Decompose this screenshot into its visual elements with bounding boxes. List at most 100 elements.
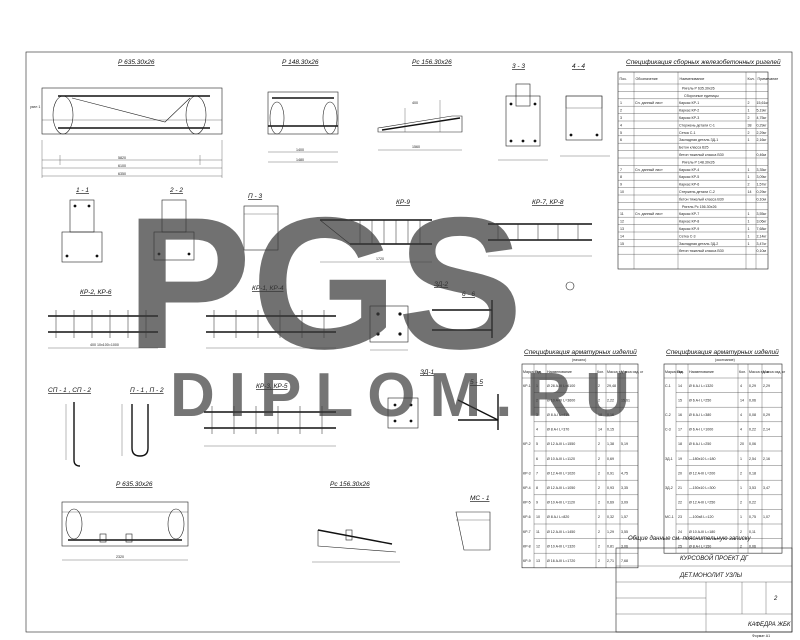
cell-mark: КР-4 [523, 486, 531, 490]
cell-qty: 2 [598, 559, 600, 563]
watermark-big: PGS [126, 178, 523, 388]
table-subtitle: (начало) [572, 358, 586, 362]
view-title: Р 635.30х26 [118, 59, 155, 66]
bar-p1-p2: П - 1 , П - 2 [121, 387, 164, 457]
cell-mark: КР-8 [523, 544, 531, 548]
cell-mark: КР-7 [523, 530, 531, 534]
cell-qty: 14 [748, 190, 752, 194]
cell-mass-item: 7,68 [621, 559, 628, 563]
cell-note: 2,14кг [757, 234, 768, 238]
cell-note: 7,68кг [757, 227, 768, 231]
cell-qty: 2 [598, 486, 600, 490]
cell-pos: 10 [620, 190, 624, 194]
cell-qty: 1 [748, 212, 750, 216]
cell-name: Стержень детали С-1 [679, 123, 715, 127]
cell-name: Ø 8 A-I L=150 [689, 544, 711, 548]
group-title: Ригель Р 635.30х26 [682, 86, 715, 90]
svg-text:400 10х100=1000: 400 10х100=1000 [90, 343, 119, 347]
cell-name: Ø 6 A-I L=1320 [689, 384, 713, 388]
cell-qty: 2 [598, 530, 600, 534]
cell-mass-item: 3,09 [621, 501, 628, 505]
embedded-part-zd2: ЗД-2 [369, 281, 449, 351]
col-header: Кол. [748, 77, 755, 81]
cell-qty: 2 [598, 544, 600, 548]
cell-mass-unit: 0,06 [749, 544, 756, 548]
cell-mark: КР-9 [523, 559, 531, 563]
frame-kr7-kr8: КР-7, КР-8 [488, 199, 592, 257]
cell-mass-unit: 0,81 [607, 544, 614, 548]
cell-qty: 2 [598, 384, 600, 388]
cell-name: Каркас КР-9 [679, 227, 699, 231]
cell-name: Каркас КР-1 [679, 101, 699, 105]
cell-qty: 2 [598, 471, 600, 475]
view-title: 1 - 1 [76, 187, 89, 194]
svg-text:1560: 1560 [412, 145, 420, 149]
svg-text:5820: 5820 [118, 156, 126, 160]
cell-pos: 1 [620, 101, 622, 105]
cell-mark: КР-2 [523, 442, 531, 446]
cell-mass-item: 3,47 [763, 486, 770, 490]
cell-name: Каркас КР-7 [679, 212, 699, 216]
cell-pos: 5 [620, 131, 622, 135]
cell-name: Каркас КР-8 [679, 220, 699, 224]
cell-qty: 2 [598, 442, 600, 446]
cell-pos: 22 [678, 501, 682, 505]
cell-mass-unit: 0,15 [607, 428, 614, 432]
cell-pos: 24 [678, 530, 682, 534]
detail-p3: П - 3 [243, 193, 279, 251]
sheet-number: 2 [773, 596, 778, 602]
cell-pos: 4 [536, 428, 538, 432]
cell-mark: КР-3 [523, 471, 531, 475]
cell-note: 3,06кг [757, 220, 768, 224]
cell-qty: 1 [748, 138, 750, 142]
cell-qty: 2 [598, 398, 600, 402]
view-title: П - 3 [248, 193, 262, 200]
cell-name: Ø 10 A-III L=3600 [547, 398, 575, 402]
cell-qty: 2 [748, 131, 750, 135]
cell-mass-unit: 3,53 [749, 486, 756, 490]
cell-mark: С-3 [665, 428, 671, 432]
view-title: 4 - 4 [572, 63, 585, 70]
cell-mass-item: 1,07 [763, 515, 770, 519]
svg-text:1400: 1400 [296, 148, 304, 152]
bar-sp1-sp2: СП - 1 , СП - 2 [48, 387, 91, 467]
cell-mass-unit: 0,11 [749, 530, 756, 534]
cell-mark: КР-5 [523, 501, 531, 505]
cell-pos: 6 [620, 138, 622, 142]
table-prefab-spec: Спецификация сборных железобетонных риге… [617, 58, 781, 270]
svg-text:6100: 6100 [118, 164, 126, 168]
cell-pos: 12 [536, 544, 540, 548]
cell-mass-unit: 0,06 [749, 442, 756, 446]
beam-view-top-left: Р 635.30х26 5820 6100 6350 узел 1 [30, 59, 223, 178]
cell-mark: ЗД-2 [665, 486, 673, 490]
cell-qty: 14 [740, 398, 744, 402]
col-header: Марка изд. [523, 370, 541, 374]
frame-kr3-kr5: КР-3, КР-5 [204, 383, 336, 447]
group-title: Ригель Р 148.30х26 [682, 160, 715, 164]
cell-pos: 7 [620, 168, 622, 172]
view-title: ЗД-1 [420, 369, 435, 376]
cell-mass-item: 4,75 [621, 471, 628, 475]
cell-pos: 4 [620, 123, 622, 127]
sheet-frame [25, 51, 793, 633]
cell-mass-item: 15,61 [621, 398, 630, 402]
cell-name: Ø 10 A-III L=1120 [547, 457, 575, 461]
cell-note: 5,19кг [757, 109, 768, 113]
cell-name: Закладная деталь ЗД-2 [679, 242, 718, 246]
title-line3: КАФЕДРА ЖБК [748, 622, 791, 628]
cell-mark: КР-1 [523, 384, 531, 388]
cell-name: бетон тяжелый класса В30 [679, 249, 724, 253]
watermark: PGS DIPLOM.RU [126, 178, 630, 430]
frame-kr2-kr6: КР-2, КР-6 400 10х100=1000 [48, 289, 158, 349]
sheet-note: Общие данные см. пояснительную записку [628, 536, 752, 542]
col-header: Наименование [680, 77, 705, 81]
cell-name: Ø 8 A-I L=410 [547, 413, 569, 417]
cell-name: Ø 12 A-III L=250 [689, 501, 715, 505]
view-title: Рс 156.30х26 [412, 59, 452, 66]
svg-text:1720: 1720 [376, 257, 384, 261]
cell-mass-unit: 0,91 [607, 471, 614, 475]
col-header: Обозначение [636, 77, 658, 81]
cell-name: Ø 6 A-I L=250 [689, 398, 711, 402]
cell-mass-unit: 2,22 [607, 398, 614, 402]
cell-name: Ø 12 A-III L=1020 [547, 471, 575, 475]
